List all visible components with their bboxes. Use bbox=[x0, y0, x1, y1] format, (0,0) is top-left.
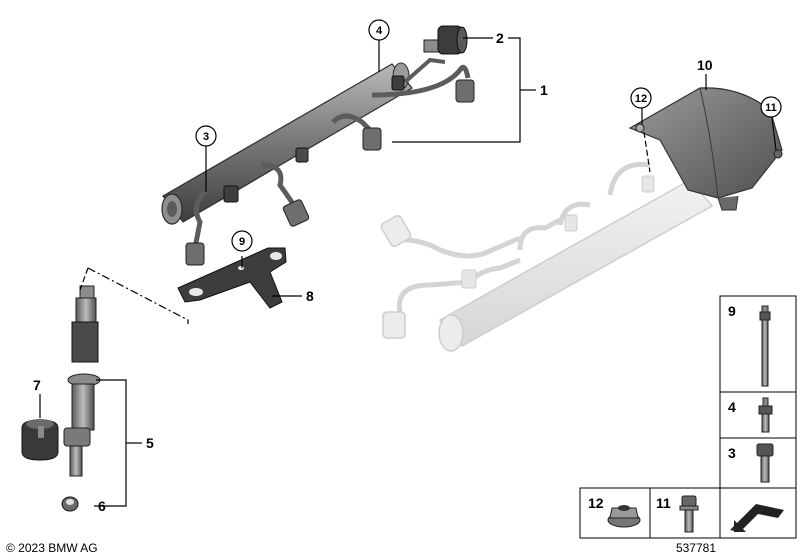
injector-sleeve bbox=[21, 419, 59, 461]
leader-lines bbox=[39, 37, 777, 507]
callout-8: 8 bbox=[306, 288, 314, 304]
callout-1: 1 bbox=[540, 82, 548, 98]
stud-bolt-icon bbox=[759, 305, 771, 387]
svg-text:9: 9 bbox=[239, 236, 245, 248]
svg-text:12: 12 bbox=[635, 93, 647, 105]
callout-11: 11 bbox=[760, 96, 782, 118]
seal-ring bbox=[61, 496, 79, 512]
callout-6: 6 bbox=[98, 498, 106, 514]
svg-text:3: 3 bbox=[203, 131, 209, 143]
flange-nut-icon bbox=[607, 505, 641, 528]
ghost-rail-assembly bbox=[380, 161, 714, 352]
callout-7: 7 bbox=[33, 377, 41, 393]
callout-10: 10 bbox=[697, 57, 713, 73]
diagram-number: 537781 bbox=[676, 541, 716, 555]
svg-text:11: 11 bbox=[765, 102, 777, 114]
legend-label-4: 4 bbox=[728, 399, 736, 415]
heat-shield bbox=[628, 87, 783, 211]
fuel-injector bbox=[63, 285, 101, 477]
callout-2: 2 bbox=[496, 30, 504, 46]
callout-3: 3 bbox=[195, 125, 217, 147]
callout-9: 9 bbox=[231, 230, 253, 252]
fuel-rail bbox=[161, 57, 475, 266]
direction-arrow-icon bbox=[730, 504, 784, 532]
legend-label-12: 12 bbox=[588, 495, 604, 511]
stud-short-icon bbox=[758, 397, 773, 433]
callout-12: 12 bbox=[630, 87, 652, 109]
copyright-text: © 2023 BMW AG bbox=[6, 541, 98, 555]
hex-bolt-icon bbox=[756, 443, 774, 483]
legend-label-3: 3 bbox=[728, 445, 736, 461]
callout-5: 5 bbox=[146, 435, 154, 451]
legend-label-11: 11 bbox=[656, 495, 671, 511]
pressure-sensor bbox=[423, 25, 468, 55]
collar-screw-icon bbox=[679, 495, 699, 533]
legend-panel: 9 4 3 12 11 bbox=[579, 295, 797, 539]
callout-4: 4 bbox=[368, 19, 390, 41]
legend-label-9: 9 bbox=[728, 303, 736, 319]
svg-text:4: 4 bbox=[376, 25, 383, 37]
